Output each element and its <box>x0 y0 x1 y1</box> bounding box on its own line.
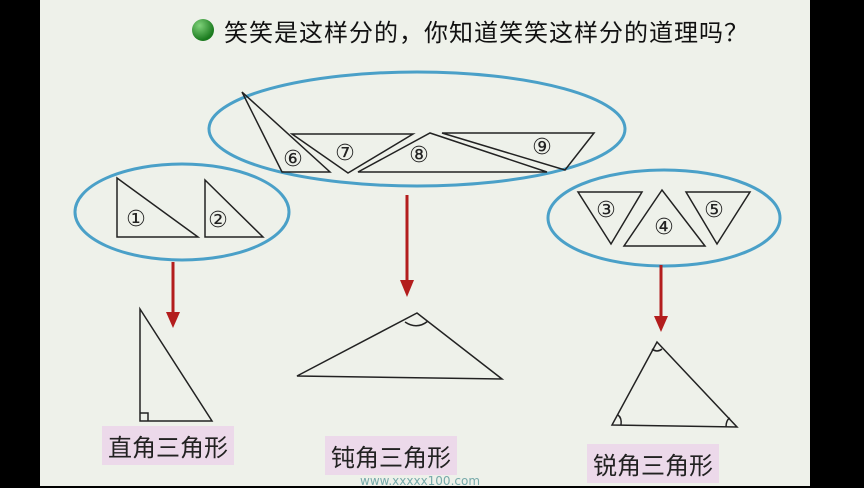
acute-angle-arc-right <box>725 417 731 428</box>
ellipse-right-group <box>73 162 291 262</box>
num-4: ④ <box>654 215 674 240</box>
label-obtuse-triangle: 钝角三角形 <box>325 436 457 475</box>
acute-triangle <box>610 340 739 428</box>
num-2: ② <box>208 208 228 233</box>
arrow-acute-head <box>654 316 668 332</box>
triangle-8 <box>357 132 548 173</box>
num-1: ① <box>126 207 146 232</box>
arrow-right-head <box>166 312 180 328</box>
right-angle-mark <box>140 412 149 421</box>
acute-angle-arc-left <box>617 414 622 426</box>
title-row: 笑笑是这样分的，你知道笑笑这样分的道理吗？ <box>192 14 749 47</box>
ellipse-acute-group <box>546 168 782 268</box>
footer-url: www.xxxxx100.com <box>360 474 481 488</box>
page-title: 笑笑是这样分的，你知道笑笑这样分的道理吗？ <box>224 18 749 47</box>
obtuse-triangle <box>296 312 505 380</box>
triangle-2 <box>204 178 265 238</box>
ellipse-obtuse-group <box>207 70 627 188</box>
triangle-1 <box>116 176 201 238</box>
num-5: ⑤ <box>704 198 724 223</box>
triangle-6 <box>241 91 332 173</box>
triangle-3 <box>576 191 644 246</box>
triangle-4 <box>622 188 707 247</box>
num-7: ⑦ <box>335 141 355 166</box>
triangle-5 <box>684 191 752 246</box>
num-9: ⑨ <box>532 135 552 160</box>
diagram-stage: 笑笑是这样分的，你知道笑笑这样分的道理吗？ <box>40 0 810 486</box>
obtuse-angle-arc <box>404 320 429 327</box>
num-6: ⑥ <box>283 147 303 172</box>
num-3: ③ <box>596 198 616 223</box>
right-triangle <box>139 306 214 422</box>
acute-angle-arc-top <box>651 348 663 352</box>
label-right-triangle: 直角三角形 <box>102 426 234 465</box>
triangle-9 <box>441 132 596 171</box>
arrow-obtuse-head <box>400 280 414 297</box>
label-acute-triangle: 锐角三角形 <box>587 444 719 483</box>
num-8: ⑧ <box>409 143 429 168</box>
triangle-7 <box>289 133 416 174</box>
green-bullet-icon <box>192 19 214 41</box>
